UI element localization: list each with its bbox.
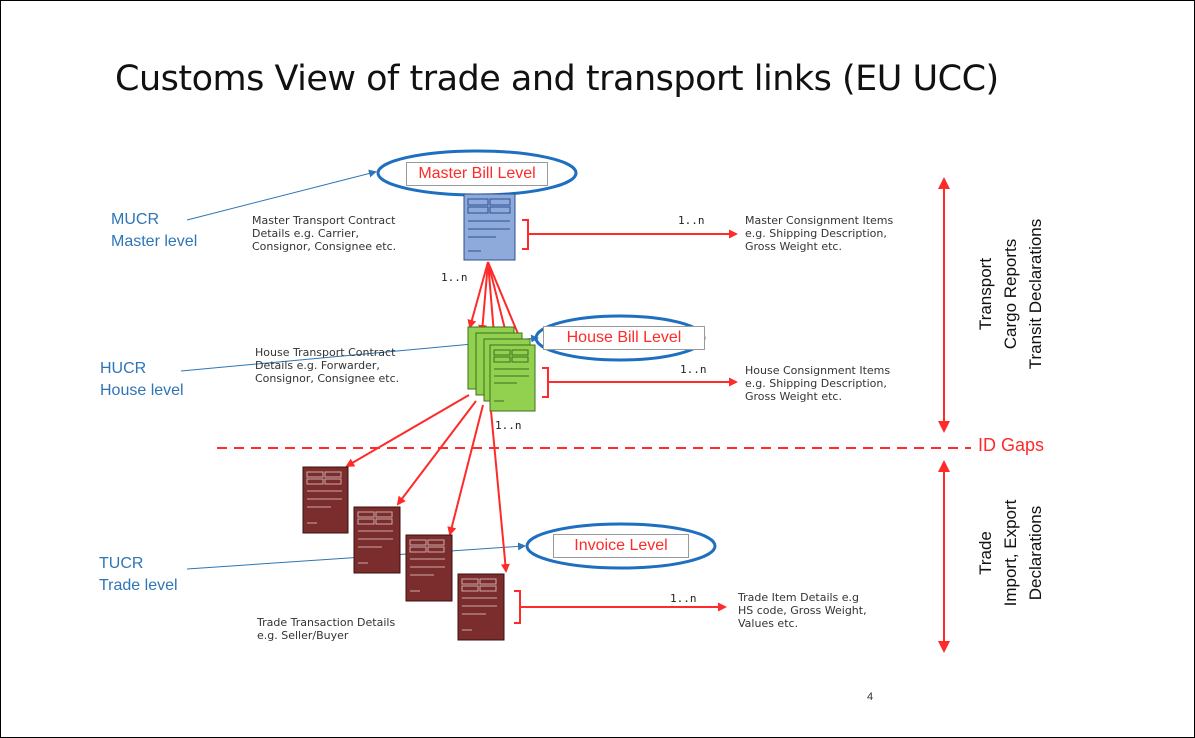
tucr-level-name: Trade level [99,577,178,594]
page-number: 4 [867,691,874,703]
house-to-trade-cardinality: 1..n [495,419,522,432]
house-items-bracket [542,367,736,398]
trade-document-icon-2 [353,506,401,574]
hucr-code: HUCR [100,360,147,377]
house-to-trade-arrows [345,394,510,573]
trade-item-details: Trade Item Details e.g HS code, Gross We… [738,591,867,630]
transport-label-line-3: Transit Declarations [1026,218,1045,370]
master-contract-line-1: Master Transport Contract [252,214,396,227]
trade-label-line-1: Trade [976,531,995,575]
invoice-level-badge: Invoice Level [553,534,689,558]
trade-document-icon-3 [405,534,453,602]
master-items-cardinality: 1..n [678,214,705,227]
master-to-house-cardinality: 1..n [441,271,468,284]
master-to-house-arrows [467,261,523,343]
house-consignment-items: House Consignment Items e.g. Shipping De… [745,364,890,403]
house-contract-line-3: Consignor, Consignee etc. [255,372,400,385]
house-contract-details: House Transport Contract Details e.g. Fo… [255,346,399,385]
transport-label-line-1: Transport [976,257,995,331]
house-bill-level-badge: House Bill Level [543,326,705,350]
trade-items-bracket [514,590,725,624]
mucr-leader-line [186,169,377,221]
master-items-line-2: e.g. Shipping Description, [745,227,887,240]
trade-items-line-1: Trade Item Details e.g [738,591,860,604]
house-contract-line-2: Details e.g. Forwarder, [255,359,380,372]
id-gaps-label: ID Gaps [978,435,1045,455]
trade-items-line-2: HS code, Gross Weight, [738,604,867,617]
master-document-icon [463,193,516,261]
hucr-label: HUCR House level [100,358,184,402]
trade-transaction-line-1: Trade Transaction Details [257,616,396,629]
master-contract-details: Master Transport Contract Details e.g. C… [252,214,396,253]
house-items-cardinality: 1..n [680,363,707,376]
slide-title: Customs View of trade and transport link… [115,59,999,99]
trade-document-icon-4 [457,573,505,641]
trade-arrow-head-bottom [938,641,950,653]
trade-label-line-2: Import, Export [1001,499,1020,607]
house-items-line-1: House Consignment Items [745,364,891,377]
mucr-code: MUCR [111,211,159,228]
master-bill-level-badge: Master Bill Level [406,162,548,186]
transport-label-line-2: Cargo Reports [1001,238,1020,350]
tucr-label: TUCR Trade level [99,553,178,597]
house-items-line-2: e.g. Shipping Description, [745,377,887,390]
hucr-level-name: House level [100,382,184,399]
house-documents-stack-icon [467,326,536,412]
master-items-line-3: Gross Weight etc. [745,240,842,253]
transport-arrow-head-top [938,177,950,189]
trade-items-cardinality: 1..n [670,592,697,605]
trade-items-line-3: Values etc. [738,617,799,630]
house-items-line-3: Gross Weight etc. [745,390,842,403]
trade-transaction-details: Trade Transaction Details e.g. Seller/Bu… [257,616,395,642]
mucr-label: MUCR Master level [111,209,197,253]
house-contract-line-1: House Transport Contract [255,346,396,359]
tucr-code: TUCR [99,555,144,572]
master-items-bracket [522,219,736,250]
trade-document-icon-1 [302,466,349,534]
master-items-line-1: Master Consignment Items [745,214,894,227]
transport-side-label: Transport Cargo Reports Transit Declarat… [973,189,1049,399]
trade-side-label: Trade Import, Export Declarations [973,478,1049,628]
master-consignment-items: Master Consignment Items e.g. Shipping D… [745,214,893,253]
transport-arrow-head-bottom [938,421,950,433]
mucr-level-name: Master level [111,233,198,250]
trade-label-line-3: Declarations [1026,505,1045,601]
invoice-level-oval [525,522,717,570]
master-contract-line-3: Consignor, Consignee etc. [252,240,397,253]
master-contract-line-2: Details e.g. Carrier, [252,227,359,240]
trade-transaction-line-2: e.g. Seller/Buyer [257,629,349,642]
trade-arrow-head-top [938,460,950,472]
